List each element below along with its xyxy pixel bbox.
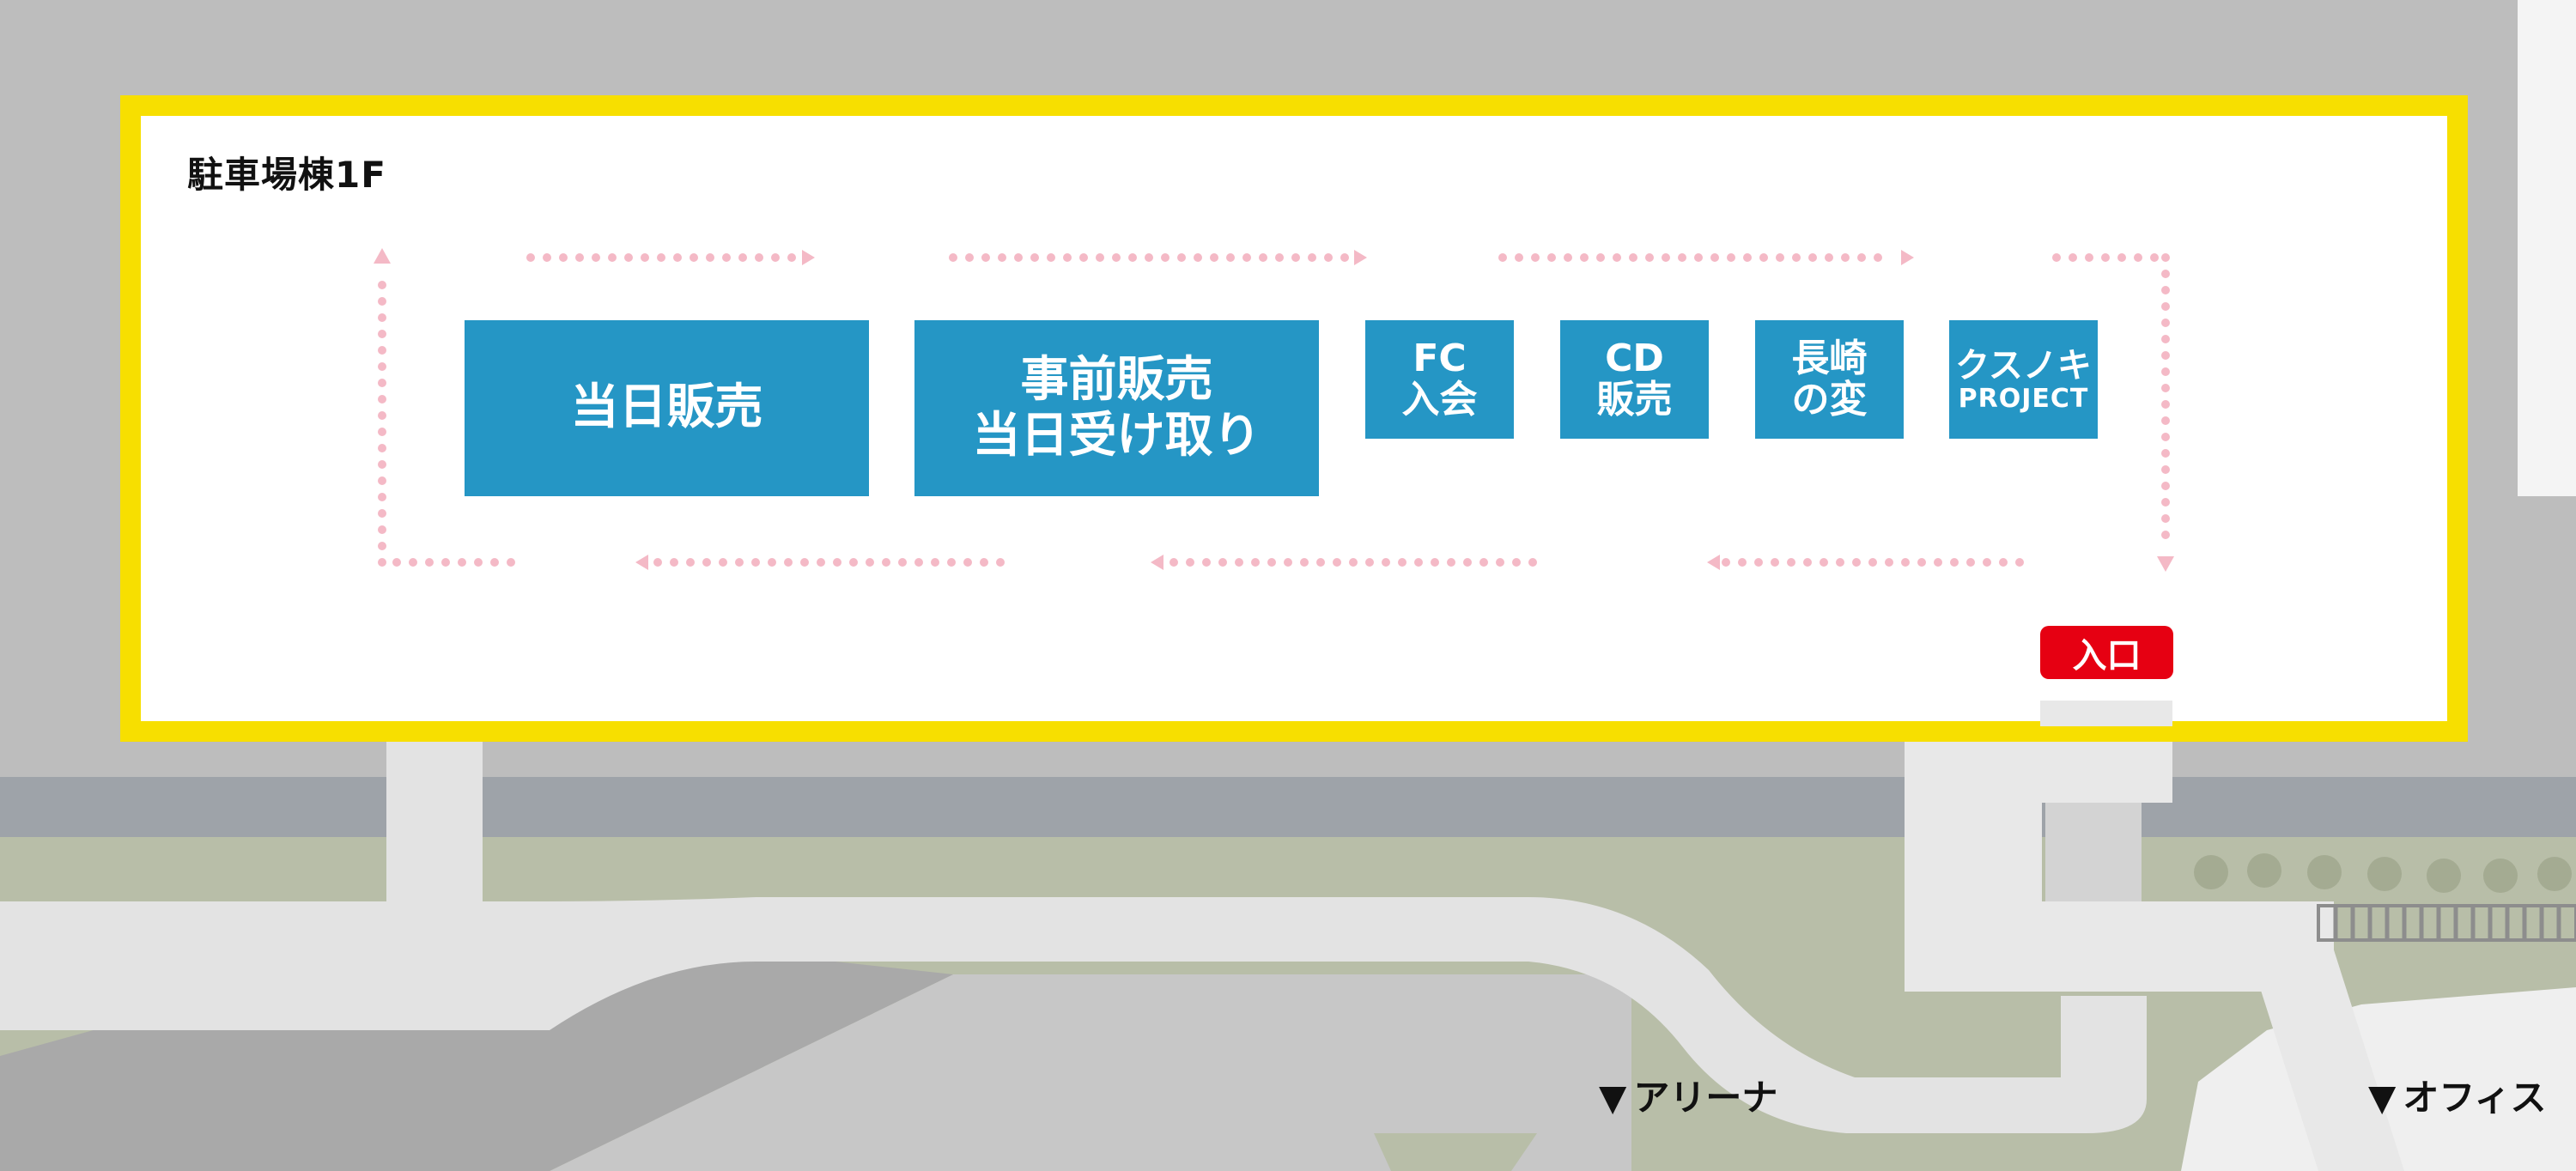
booth-label: 当日販売 [570,379,763,436]
booth-fc-join: FC 入会 [1365,320,1514,439]
destination-label: オフィス [2403,1077,2547,1119]
destination-office: ▼オフィス [2368,1069,2546,1121]
entrance-badge: 入口 [2040,626,2173,679]
booth-label: CD [1605,336,1664,380]
booth-label: 当日受け取り [972,407,1261,464]
booth-nagasaki-no-hen: 長崎 の変 [1755,320,1904,439]
booth-label: PROJECT [1958,383,2089,414]
booth-label: 販売 [1596,378,1673,422]
booth-kusunoki-project: クスノキ PROJECT [1949,320,2098,439]
booth-label: 入会 [1401,378,1478,422]
destination-arena: ▼アリーナ [1599,1069,1777,1121]
booth-presale-pickup: 事前販売 当日受け取り [914,320,1319,496]
booth-label: FC [1413,336,1467,380]
booth-label: クスノキ [1955,345,2092,385]
booth-label: の変 [1791,378,1868,422]
floor-label: 駐車場棟1F [187,154,386,196]
booth-same-day-sales: 当日販売 [465,320,869,496]
down-triangle-icon: ▼ [1599,1077,1627,1119]
destination-label: アリーナ [1633,1077,1778,1119]
booth-cd-sales: CD 販売 [1560,320,1709,439]
booth-label: 事前販売 [1020,352,1213,409]
booth-label: 長崎 [1791,336,1868,380]
entrance-gap [2040,701,2172,726]
down-triangle-icon: ▼ [2368,1077,2397,1119]
